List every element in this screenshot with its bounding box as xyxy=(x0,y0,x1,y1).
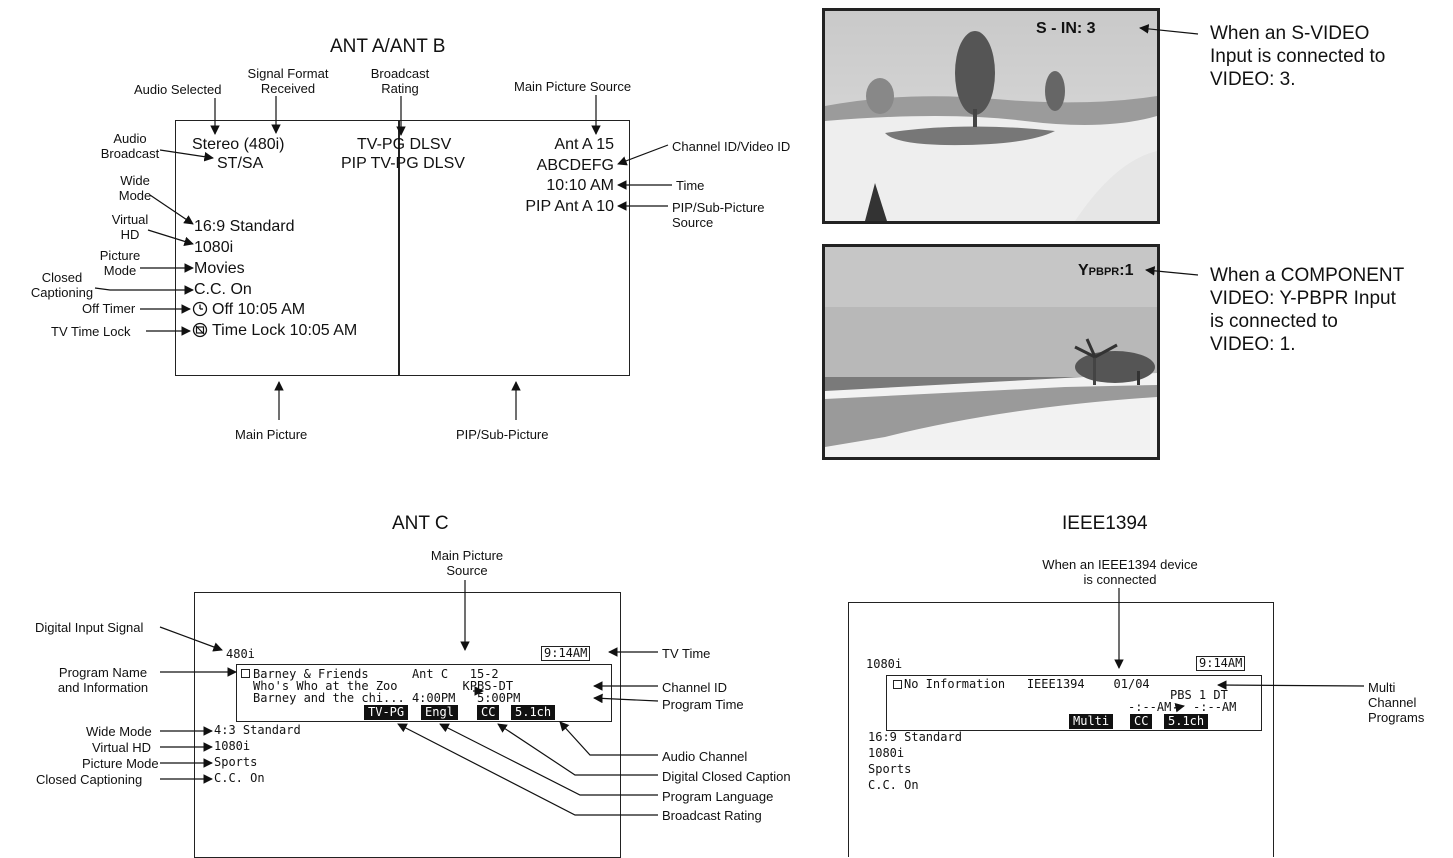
arrow-audio-channel xyxy=(560,722,658,755)
arrow-program-language xyxy=(440,724,658,795)
arrow-channel-id xyxy=(618,145,668,164)
arrow-broadcast-rating-c xyxy=(398,724,658,815)
arrow-wide-mode xyxy=(150,195,193,224)
arrow-closed-captioning xyxy=(95,288,193,290)
arrow-digital-input xyxy=(160,627,222,650)
arrow-component xyxy=(1146,270,1198,275)
arrow-multi-channel xyxy=(1218,685,1364,686)
arrow-program-time xyxy=(594,698,658,701)
arrow-svideo xyxy=(1140,28,1198,34)
arrow-digital-cc xyxy=(498,724,658,775)
arrow-ieee-time-range xyxy=(1174,706,1184,708)
arrow-virtual-hd xyxy=(148,230,193,244)
arrow-audio-broadcast xyxy=(160,150,213,158)
